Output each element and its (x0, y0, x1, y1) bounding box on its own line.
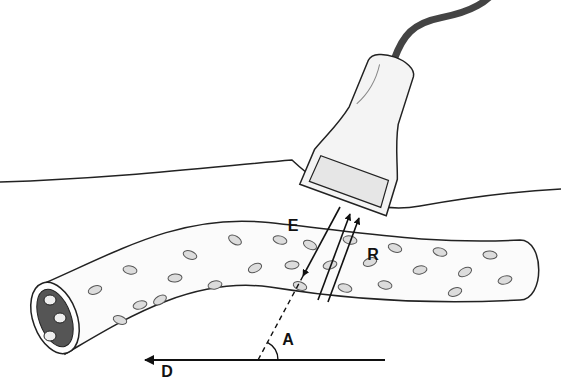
blood-cell (412, 265, 427, 275)
blood-cell (132, 299, 148, 310)
blood-cell (87, 284, 103, 296)
blood-cell (497, 274, 513, 285)
reflected-beam (328, 218, 359, 302)
blood-cell (302, 238, 318, 251)
blood-cell (483, 250, 498, 259)
blood-cell (112, 314, 128, 326)
vessel-lumen (30, 284, 81, 351)
probe-body (300, 41, 438, 215)
emitted-beam (303, 207, 340, 276)
blood-cell (292, 280, 308, 292)
blood-cell (54, 313, 66, 323)
blood-cell (272, 234, 288, 245)
blood-cell (44, 295, 56, 305)
blood-cell (337, 282, 353, 293)
reflected-label: R (367, 247, 379, 263)
blood-cell (44, 331, 56, 341)
flow-label: D (161, 364, 173, 380)
flow-direction-arrow (145, 359, 385, 361)
blood-cell (168, 273, 183, 282)
blood-cell (207, 280, 222, 290)
blood-cell (447, 286, 463, 298)
beam-axis (258, 276, 303, 360)
blood-vessel (45, 221, 539, 354)
blood-cell (227, 233, 243, 247)
blood-cell (387, 242, 403, 254)
blood-cell (432, 246, 448, 257)
blood-cell (152, 293, 168, 307)
blood-cell (122, 265, 137, 275)
blood-cell (457, 265, 473, 278)
skin-line (0, 160, 561, 208)
angle-label: A (282, 332, 294, 348)
ultrasound-probe (300, 0, 503, 226)
angle-arc (267, 342, 278, 360)
blood-cell (377, 280, 392, 290)
vessel-end (22, 276, 89, 361)
probe-head (309, 155, 390, 207)
blood-cell (285, 260, 300, 269)
emitted-label: E (288, 218, 299, 234)
blood-cell (247, 261, 263, 274)
blood-cells (44, 233, 513, 341)
blood-cell (182, 249, 198, 261)
probe-shading (357, 62, 381, 107)
